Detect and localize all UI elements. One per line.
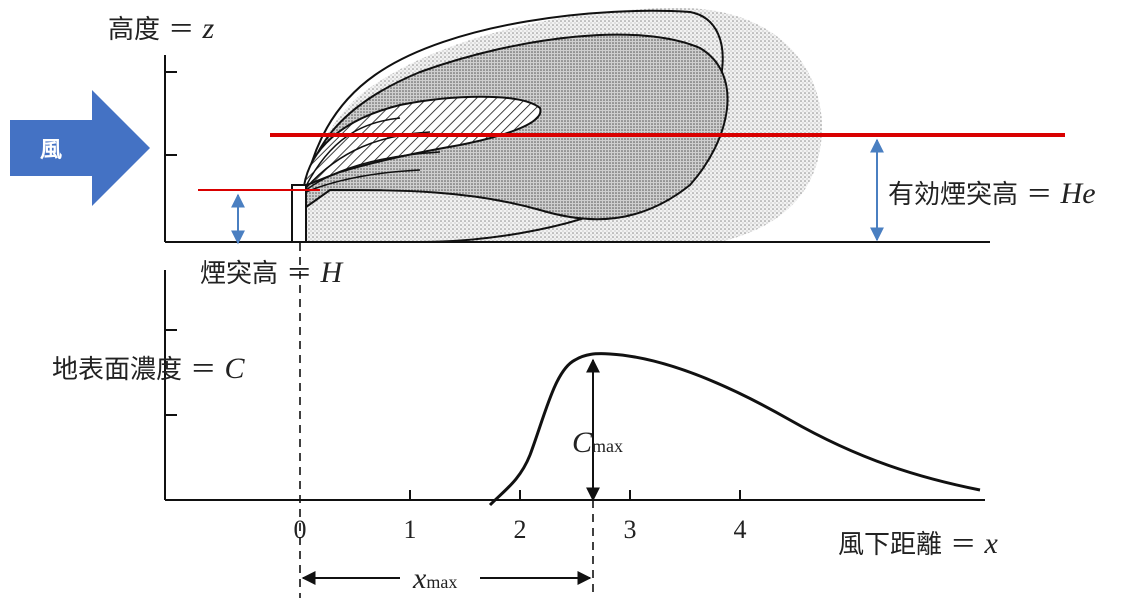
wind-arrow-icon: 風 xyxy=(10,90,150,206)
effective-height-label: 有効煙突高 ＝ He xyxy=(888,177,1096,210)
plume-panel xyxy=(164,8,990,243)
ground-concentration-label: 地表面濃度 ＝ C xyxy=(52,352,246,385)
xmax-label: xmax xyxy=(412,562,457,595)
x-axis-tick-label: 4 xyxy=(734,515,747,544)
downwind-distance-label: 風下距離 ＝ x xyxy=(838,527,999,560)
plume-outer-contour xyxy=(299,9,724,243)
height-axis-label: 高度 ＝ z xyxy=(108,12,215,45)
x-axis-tick-label: 1 xyxy=(404,515,417,544)
x-axis-tick-label: 3 xyxy=(624,515,637,544)
smokestack xyxy=(291,184,307,243)
wind-label: 風 xyxy=(40,138,62,163)
concentration-curve xyxy=(488,352,981,507)
cmax-label: Cmax xyxy=(572,426,623,459)
stack-height-label: 煙突高 ＝ H xyxy=(200,256,345,289)
x-axis-tick-label: 2 xyxy=(514,515,527,544)
